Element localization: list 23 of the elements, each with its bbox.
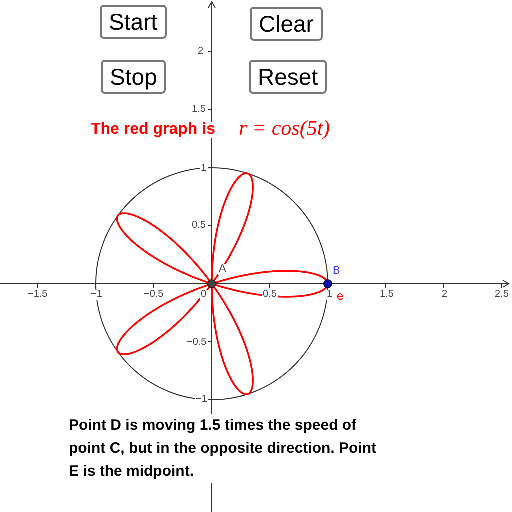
caption-text: The red graph is: [90, 122, 216, 138]
tick-label: 0.5: [191, 221, 207, 231]
start-button: Start: [100, 5, 167, 40]
tick-label: 1: [326, 290, 334, 300]
tick-label: 2: [441, 290, 449, 300]
tick-label: −1.5: [27, 290, 49, 300]
tick-label: 2.5: [494, 290, 510, 300]
tick-label: −0.5: [143, 290, 165, 300]
stop-button: Stop: [101, 60, 166, 94]
tick-label: 1: [200, 164, 208, 174]
reset-button: Reset: [249, 60, 328, 94]
tick-label: −0.5: [186, 338, 208, 348]
tick-label: 2: [197, 47, 205, 57]
formula: r = cos(5t): [238, 118, 332, 139]
point-label: A: [218, 264, 228, 275]
tick-label: 1.5: [191, 105, 207, 115]
tick-label: 0.5: [262, 290, 278, 300]
tick-label: 1.5: [379, 290, 395, 300]
tick-label: 0: [200, 290, 208, 300]
point-label: B: [332, 266, 342, 277]
tick-label: −1: [195, 395, 208, 405]
clear-button: Clear: [250, 7, 323, 42]
tick-label: −1: [90, 290, 104, 300]
